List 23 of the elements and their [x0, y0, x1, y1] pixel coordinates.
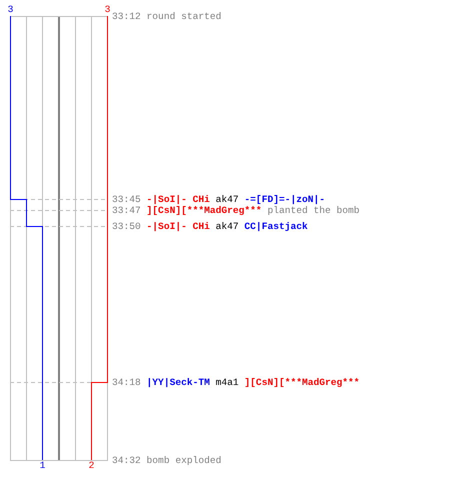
- event-text: round started: [146, 11, 222, 22]
- event-text: planted the bomb: [267, 205, 360, 216]
- weapon-name: ak47: [216, 221, 239, 232]
- player-name: CC|Fastjack: [244, 221, 308, 232]
- player-name: -|SoI|- CHi: [146, 194, 210, 205]
- weapon-name: m4a1: [216, 377, 239, 388]
- player-name: -|SoI|- CHi: [146, 221, 210, 232]
- player-count: 1: [40, 460, 46, 470]
- event-text: bomb exploded: [146, 455, 222, 466]
- player-name: |YY|Seck-TM: [146, 377, 210, 388]
- event-time: 33:50: [112, 221, 141, 232]
- event-time: 33:12: [112, 11, 141, 22]
- player-name: -=[FD]=-|zoN|-: [244, 194, 326, 205]
- event-time: 33:47: [112, 205, 141, 216]
- weapon-name: ak47: [216, 194, 239, 205]
- player-name: ][CsN][***MadGreg***: [146, 205, 262, 216]
- event-time: 34:18: [112, 377, 141, 388]
- player-count: 3: [104, 4, 110, 14]
- event-time: 34:32: [112, 455, 141, 466]
- player-name: ][CsN][***MadGreg***: [244, 377, 360, 388]
- player-count: 3: [8, 4, 14, 14]
- event-time: 33:45: [112, 194, 141, 205]
- player-count: 2: [88, 460, 94, 470]
